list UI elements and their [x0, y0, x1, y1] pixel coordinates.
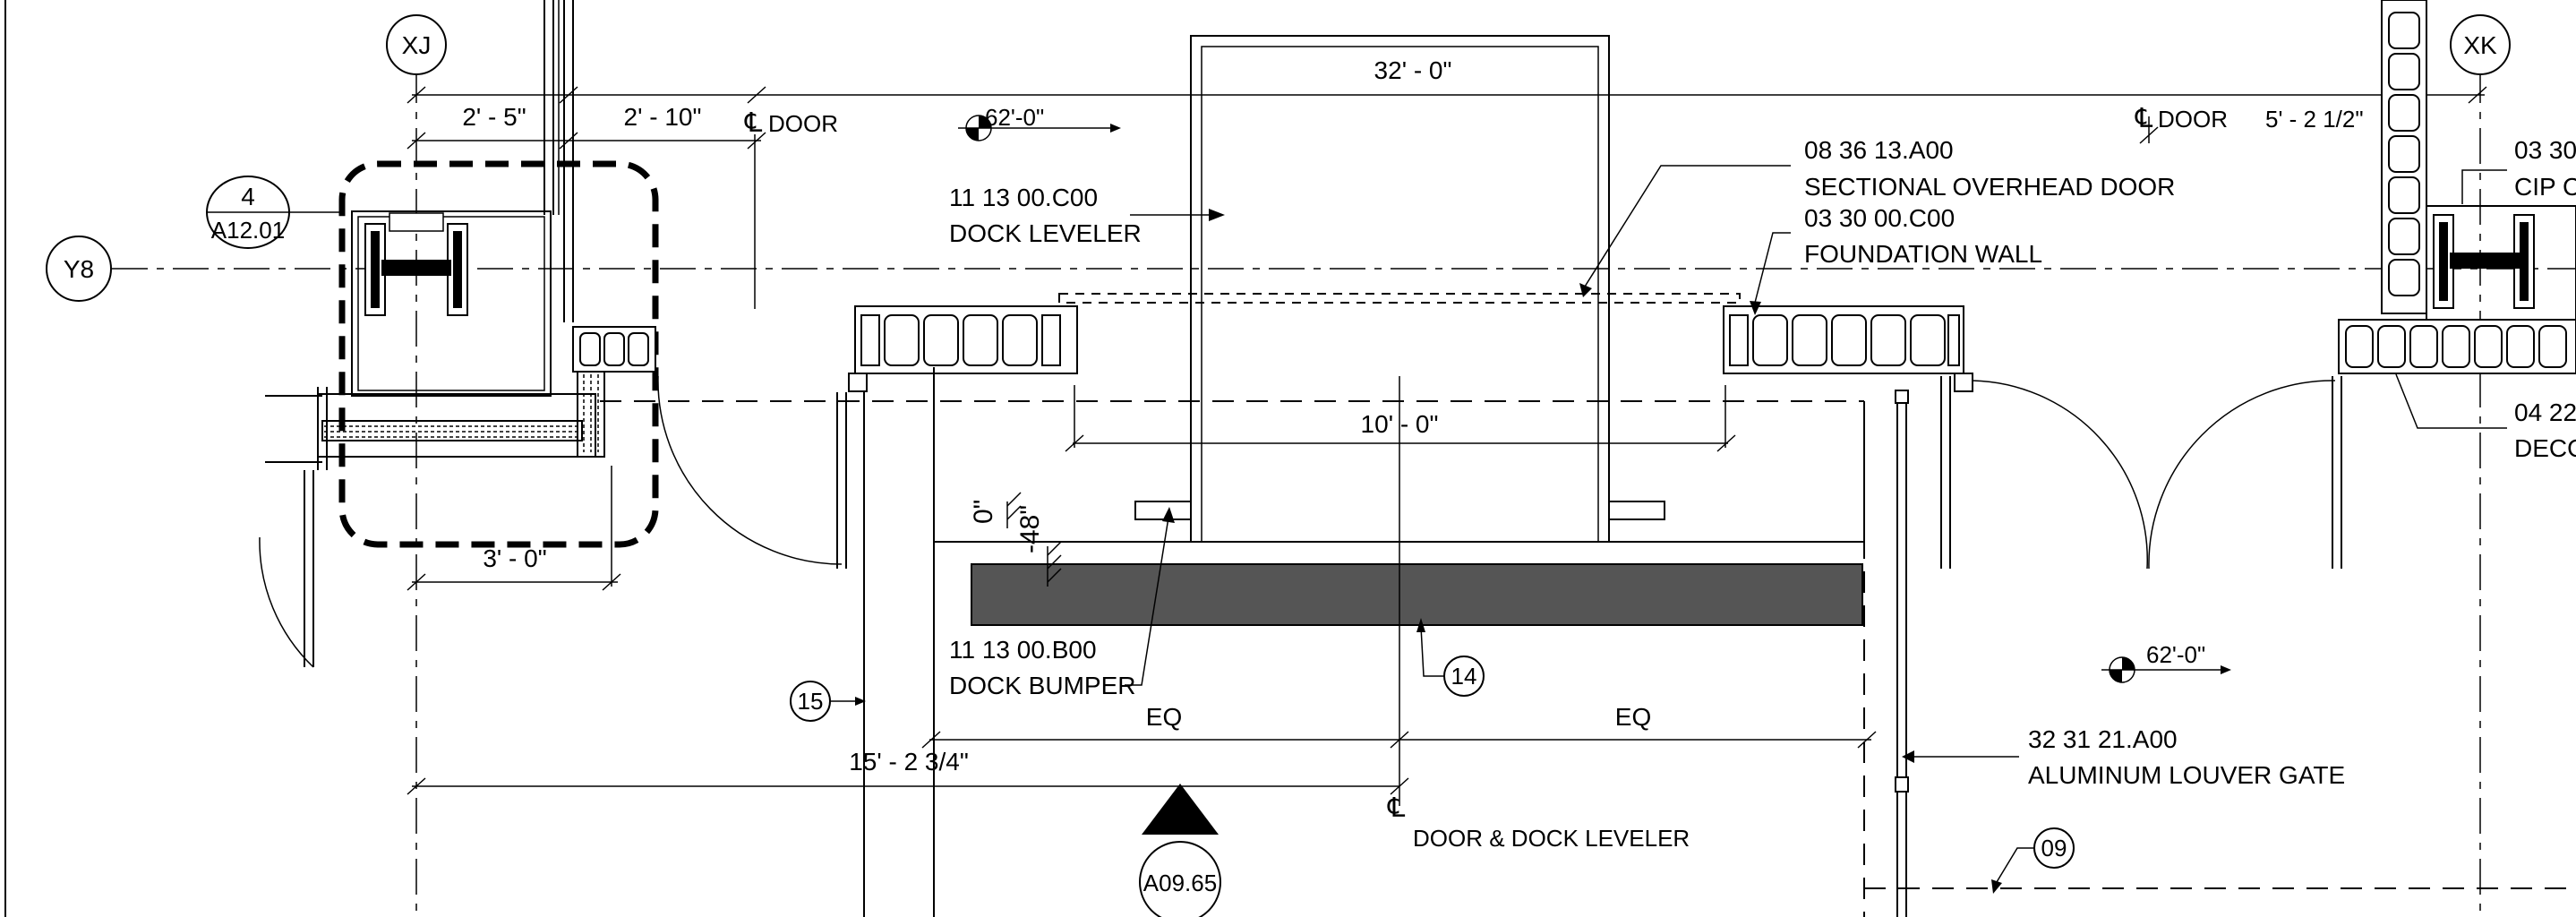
grid-bubble-xk-label: XK [2463, 31, 2497, 59]
section-callout-number: 1 [1174, 788, 1186, 815]
elevation-marker-top: 62'-0" [958, 104, 1121, 141]
label-dock-leveler-name: DOCK LEVELER [949, 219, 1142, 247]
leveler-lip-left [1134, 501, 1192, 520]
steel-column-ibeam [364, 212, 468, 316]
overhead-door-track [1058, 293, 1741, 304]
label-dock-bumper-name: DOCK BUMPER [949, 672, 1135, 699]
detail-callout-bubble: 4 A12.01 [206, 176, 345, 249]
section-callout: 1 A09.65 [1139, 784, 1221, 917]
door-swing-right-a [1972, 380, 2148, 570]
dim-3-0: 3' - 0" [483, 544, 546, 572]
aluminum-louver-gate [1895, 390, 1909, 917]
label-deco-name-partial: DECO [2514, 434, 2576, 462]
dim-tick [407, 86, 426, 104]
dim-eq-right: EQ [1615, 703, 1651, 731]
dim-tick [559, 86, 578, 104]
cl-door-right-label: DOOR [2158, 106, 2228, 133]
dim-5-2-half: 5' - 2 1/2" [2265, 106, 2364, 133]
cl-dock-symbol: ℄ [1387, 793, 1406, 823]
dim-tick [2468, 86, 2487, 104]
label-louver-gate-name: ALUMINUM LOUVER GATE [2028, 761, 2345, 789]
grid-bubble-xj-label: XJ [402, 31, 432, 59]
cl-door-left-symbol: ℄ [744, 108, 763, 138]
dock-bumper-bar [971, 563, 1863, 626]
keynote-15-label: 15 [798, 688, 824, 715]
dim-tick [559, 132, 578, 150]
label-louver-gate-code: 32 31 21.A00 [2028, 725, 2178, 753]
cmu-wall-right [1723, 305, 1973, 392]
elevation-right-value: 62'-0" [2146, 641, 2205, 668]
keynote-09-label: 09 [2041, 835, 2067, 861]
leader-dock-bumper [1125, 517, 1169, 686]
dim-tick [407, 573, 426, 591]
dim-2-10: 2' - 10" [624, 103, 702, 131]
door-swing-right-b [2148, 380, 2336, 570]
label-foundation-wall-code: 03 30 00.C00 [1804, 204, 1955, 232]
grid-bubble-xk: XK [2450, 14, 2511, 75]
grid-bubble-y8: Y8 [46, 236, 112, 302]
label-dock-bumper-code: 11 13 00.B00 [949, 636, 1097, 664]
elevation-marker-right: 62'-0" [2101, 641, 2231, 683]
dim-tick [407, 132, 426, 150]
cl-dock-label: DOOR & DOCK LEVELER [1413, 825, 1690, 852]
dim-15-2-3q: 15' - 2 3/4" [849, 748, 969, 776]
dim-0: 0" [969, 500, 998, 524]
dim-2-5: 2' - 5" [462, 103, 526, 131]
section-callout-sheet: A09.65 [1143, 870, 1217, 896]
keynote-bubble-15: 15 [790, 681, 866, 722]
leader-foundation-wall [1754, 232, 1791, 304]
dim-32-0: 32' - 0" [1374, 56, 1452, 84]
cl-door-right-symbol: ℄ [2135, 104, 2153, 133]
detail-callout-number: 4 [241, 183, 255, 210]
label-overhead-door-name: SECTIONAL OVERHEAD DOOR [1804, 173, 2175, 201]
detail-callout-sheet: A12.01 [211, 217, 285, 244]
label-cip-code-partial: 03 30 [2514, 136, 2576, 164]
label-foundation-wall-name: FOUNDATION WALL [1804, 240, 2042, 268]
grid-bubble-xj: XJ [386, 14, 447, 75]
label-deco-code-partial: 04 22 [2514, 399, 2576, 426]
cmu-wall-left [848, 305, 1078, 392]
leader-deco [2395, 373, 2507, 429]
dim-tick [747, 86, 766, 104]
column-detail-xk [2332, 0, 2576, 569]
leader-overhead-door [1584, 165, 1791, 287]
leveler-lip-right [1608, 501, 1665, 520]
label-dock-leveler-code: 11 13 00.C00 [949, 184, 1098, 211]
keynote-bubble-09: 09 [1991, 827, 2075, 894]
keynote-bubble-14: 14 [1416, 618, 1485, 697]
dim-eq-left: EQ [1146, 703, 1182, 731]
column-detail-xj [259, 0, 847, 668]
door-swing-left-arc [657, 375, 843, 565]
leader-cip [2461, 169, 2507, 204]
keynote-14-label: 14 [1451, 663, 1477, 690]
label-overhead-door-code: 08 36 13.A00 [1804, 136, 1954, 164]
elevation-top-value: 62'-0" [985, 104, 1044, 131]
cl-door-left-label: DOOR [768, 110, 838, 137]
dim-tick [747, 132, 766, 150]
dim-minus-48: -48" [1015, 505, 1045, 553]
label-cip-name-partial: CIP C [2514, 173, 2576, 201]
grid-bubble-y8-label: Y8 [64, 255, 94, 283]
